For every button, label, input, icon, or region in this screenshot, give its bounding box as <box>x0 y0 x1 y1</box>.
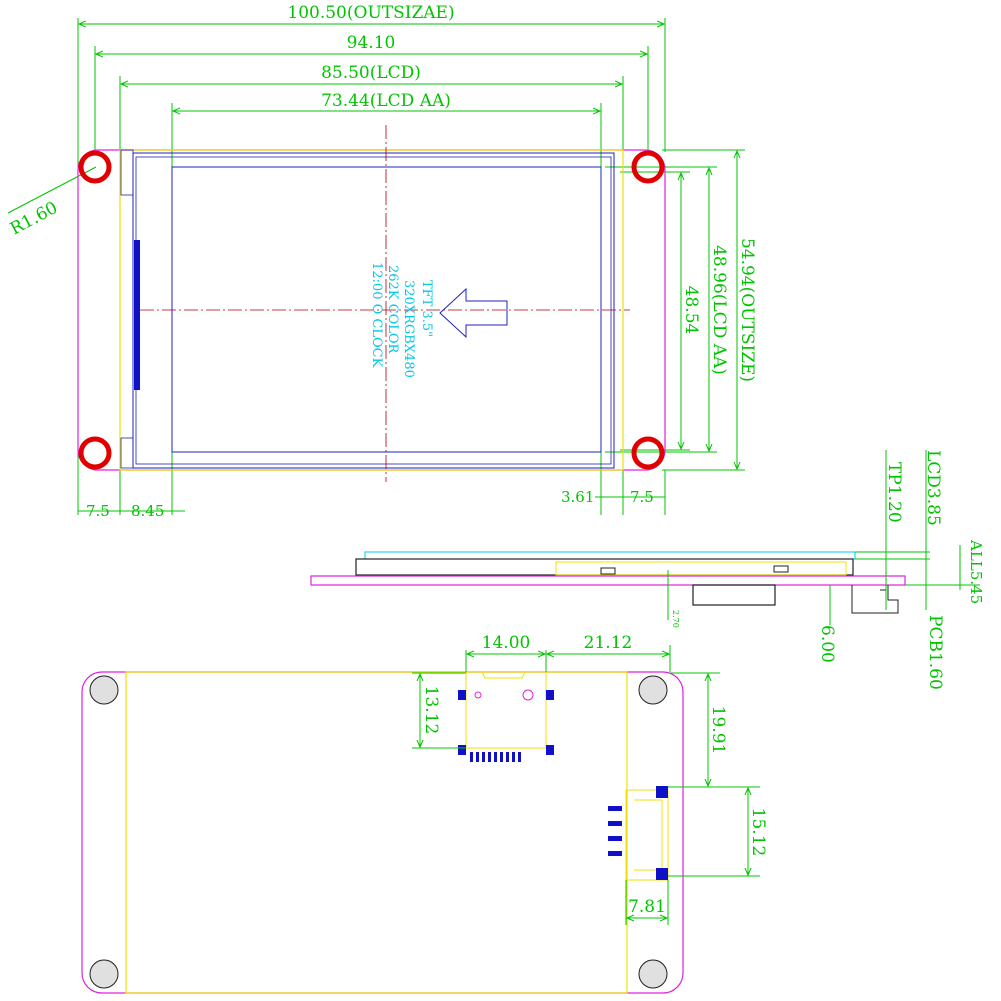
lcd-outline <box>119 149 624 471</box>
sd-card-slot <box>465 671 547 749</box>
dim-outsize-height: 54.94(OUTSIZE) <box>737 238 757 382</box>
glass-outline <box>132 152 615 469</box>
dim-tp-thickness: TP1.20 <box>884 462 904 523</box>
arrow-icon <box>439 287 508 339</box>
left-tab-bottom <box>120 437 134 469</box>
side-connector-pads <box>608 786 668 880</box>
side-connector-outline <box>625 789 669 881</box>
left-tab <box>120 149 134 196</box>
side-pin-header <box>851 585 899 614</box>
dim-lcd-thickness: LCD3.85 <box>923 450 943 526</box>
side-view: LCD3.85 TP1.20 ALL5.45 6.00 PCB1.60 2.70 <box>310 450 985 690</box>
dim-conn-height: 15.12 <box>748 808 768 857</box>
dim-connector-height: 6.00 <box>817 625 837 663</box>
sd-slot-hole-right <box>522 689 534 701</box>
back-lcd-outline <box>125 671 628 994</box>
screen-text-line1: TFT 3.5" <box>419 280 434 337</box>
dim-conn-width: 7.81 <box>628 897 666 917</box>
dim-sd-height: 13.12 <box>421 686 441 735</box>
dim-aa-height: 48.96(LCD AA) <box>709 245 729 375</box>
fpc-strip <box>134 240 140 390</box>
dim-hole-radius: R1.60 <box>7 198 61 239</box>
dim-aa-width: 73.44(LCD AA) <box>321 91 451 111</box>
side-component-2 <box>773 565 789 573</box>
side-tp <box>364 551 856 560</box>
dim-inner-height: 48.54 <box>681 286 701 335</box>
mounting-hole-icon <box>78 150 665 470</box>
back-mounting-holes <box>89 675 668 989</box>
side-lcd <box>355 558 854 576</box>
dim-outsize-width: 100.50(OUTSIZAE) <box>287 3 454 23</box>
dim-sd-offset: 21.12 <box>584 633 633 653</box>
screen-text-line4: 12:00 O CLOCK <box>369 262 384 368</box>
side-component-1 <box>600 567 616 575</box>
dim-sd-width: 14.00 <box>482 633 531 653</box>
side-pcb <box>310 575 906 586</box>
dim-pcb-thickness: PCB1.60 <box>925 615 945 690</box>
dim-small: 2.70 <box>671 610 680 628</box>
screen-text-line3: 262K COLOR <box>385 265 400 355</box>
side-lcd-yellow <box>555 561 847 576</box>
sd-slot-pads <box>458 690 554 762</box>
dim-conn-offset: 19.91 <box>708 706 728 755</box>
dim-left-hole-offset: 7.5 <box>86 502 110 520</box>
dim-lcd-width: 85.50(LCD) <box>321 63 421 83</box>
dim-pcb-width: 94.10 <box>347 33 396 53</box>
back-pcb-outline <box>81 671 684 994</box>
side-connector <box>692 584 776 606</box>
side-dim-lines <box>667 450 980 625</box>
active-area <box>171 166 602 453</box>
dim-total-thickness: ALL5.45 <box>967 539 985 604</box>
dim-left-aa-offset: 8.45 <box>131 502 164 520</box>
screen-text-line2: 320XRGBX480 <box>401 280 416 378</box>
sd-slot-hole-left <box>474 691 482 699</box>
dim-right-aa-offset: 3.61 <box>561 488 594 506</box>
dim-right-hole-offset: 7.5 <box>630 488 654 506</box>
back-view: 14.00 21.12 13.12 19.91 15.12 7.81 <box>81 633 768 994</box>
top-view: 100.50(OUTSIZAE) 94.10 85.50(LCD) 73.44(… <box>7 3 757 520</box>
